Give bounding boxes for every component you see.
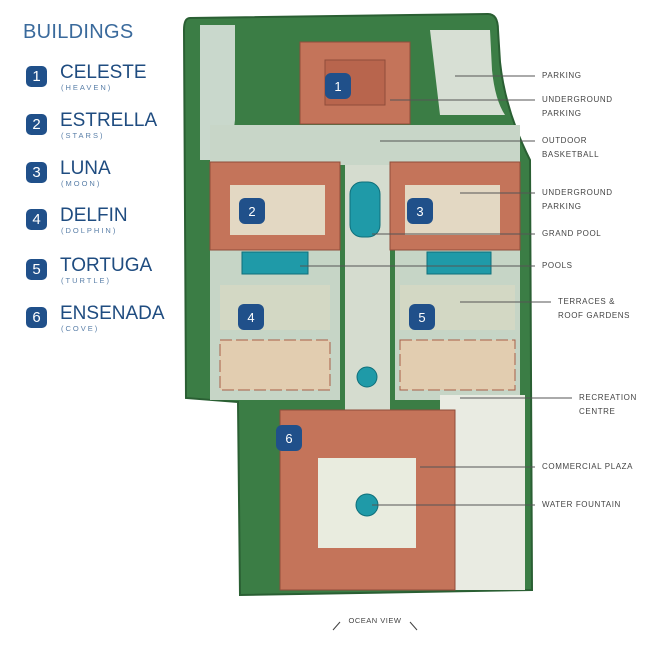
label-text: UNDERGROUND [542,95,613,104]
leader-lines [300,75,572,506]
label-parking: PARKING [542,69,582,83]
building-number-badge: 2 [26,114,47,135]
label-text: WATER FOUNTAIN [542,500,621,509]
marker-1 [325,73,351,99]
building-number-badge: 4 [26,209,47,230]
marker-2 [239,198,265,224]
building-number-badge: 3 [26,162,47,183]
label-text: PARKING [542,71,582,80]
label-recreation-centre: RECREATION CENTRE [579,391,637,419]
ocean-view-arrows [332,621,418,631]
label-commercial-plaza: COMMERCIAL PLAZA [542,460,633,474]
building-meaning: (DOLPHIN) [61,226,118,235]
label-grand-pool: GRAND POOL [542,227,601,241]
central-walkway [210,125,520,165]
building-meaning: (MOON) [61,179,102,188]
building-name: LUNA [60,158,111,179]
label-underground-parking-1: UNDERGROUND PARKING [542,93,613,121]
label-text: OUTDOOR [542,136,588,145]
label-text: ROOF GARDENS [558,311,631,320]
grand-pool [349,181,381,238]
pool-right [426,251,492,275]
building-meaning: (TURTLE) [61,276,112,285]
label-text: RECREATION [579,393,637,402]
label-outdoor-basketball: OUTDOOR BASKETBALL [542,134,599,162]
marker-3 [407,198,433,224]
building-meaning: (HEAVEN) [61,83,113,92]
marker-6-label[interactable]: 6 [285,431,293,446]
label-text: PARKING [542,202,582,211]
ocean-view-label: OCEAN VIEW [348,616,402,625]
building-number-badge: 1 [26,66,47,87]
terraces-delfin-roofs [219,339,331,391]
building-name: ENSENADA [60,303,165,324]
label-text: UNDERGROUND [542,188,613,197]
label-text: COMMERCIAL PLAZA [542,462,634,471]
marker-1-label[interactable]: 1 [334,79,342,94]
parking-area [430,30,505,115]
marker-2-label[interactable]: 2 [248,204,256,219]
marker-4 [238,304,264,330]
building-name: TORTUGA [60,255,153,276]
building-name: ESTRELLA [60,110,158,131]
building-number-badge: 5 [26,259,47,280]
building-meaning: (STARS) [61,131,105,140]
label-text: CENTRE [579,407,616,416]
label-text: PARKING [542,109,582,118]
label-water-fountain: WATER FOUNTAIN [542,498,621,512]
label-pools: POOLS [542,259,573,273]
marker-4-label[interactable]: 4 [247,310,255,325]
marker-3-label[interactable]: 3 [416,204,424,219]
building-number-badge: 6 [26,307,47,328]
terraces-delfin [220,285,330,330]
small-pool [356,366,378,388]
label-text: GRAND POOL [542,229,602,238]
terraces-tortuga-roofs [399,339,516,391]
map-markers [238,73,435,451]
marker-5 [409,304,435,330]
label-text: BASKETBALL [542,150,600,159]
label-terraces: TERRACES & ROOF GARDENS [558,295,630,323]
marker-6 [276,425,302,451]
legend-title: BUILDINGS [23,21,134,43]
building-meaning: (COVE) [61,324,100,333]
label-underground-parking-2: UNDERGROUND PARKING [542,186,613,214]
pool-left [241,251,309,275]
label-text: TERRACES & [558,297,616,306]
marker-5-label[interactable]: 5 [418,310,426,325]
label-text: POOLS [542,261,573,270]
building-name: CELESTE [60,62,147,83]
building-name: DELFIN [60,205,128,226]
